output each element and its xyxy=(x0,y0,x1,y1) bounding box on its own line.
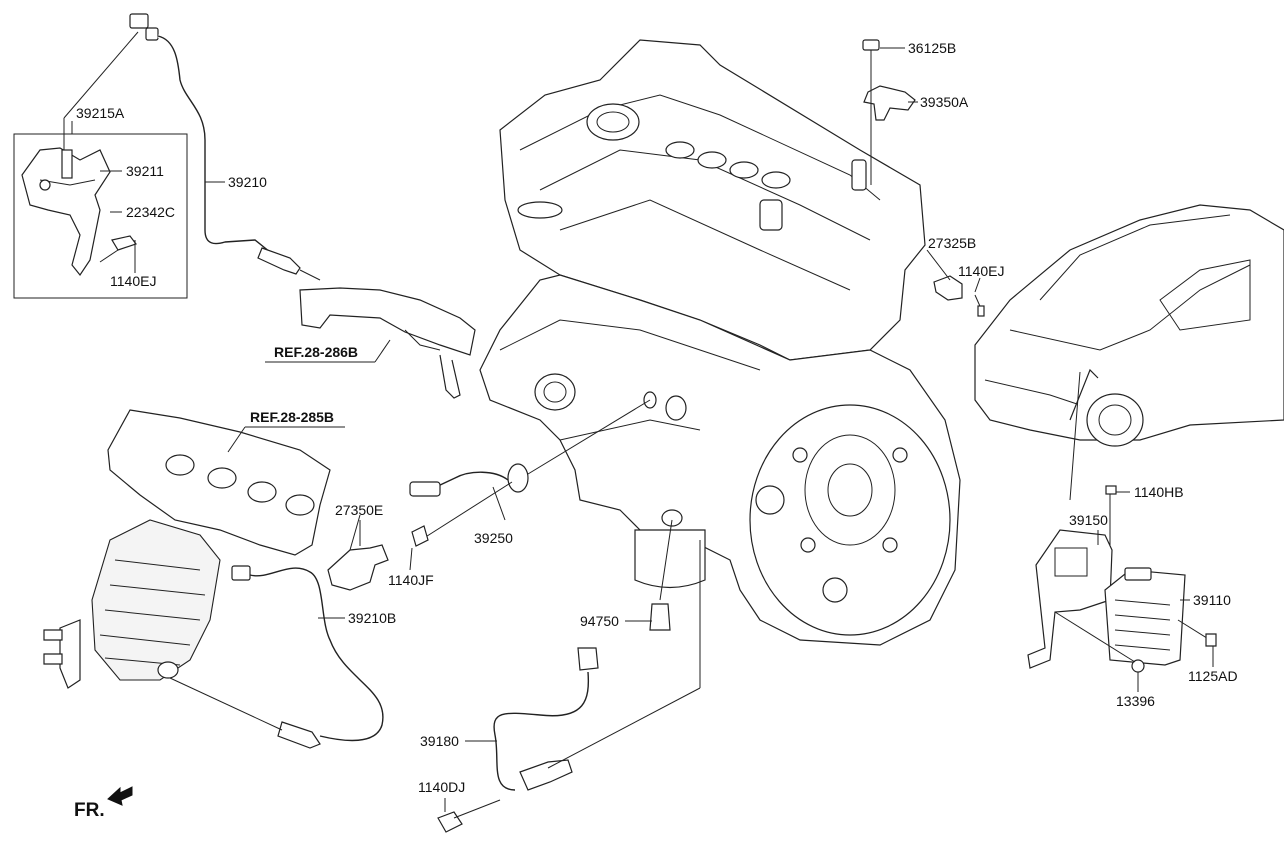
label-1140jf: 1140JF xyxy=(388,572,434,588)
ref-28-286b: REF.28-286B xyxy=(274,344,358,360)
label-39215a: 39215A xyxy=(76,105,125,121)
bracket-group xyxy=(13,31,188,299)
label-1140ej-left: 1140EJ xyxy=(110,273,156,289)
temp-sensor xyxy=(933,275,985,317)
oil-pressure-sensor xyxy=(649,519,673,631)
ref-28-285b: REF.28-285B xyxy=(250,409,334,425)
label-1125ad: 1125AD xyxy=(1188,668,1238,684)
label-39150: 39150 xyxy=(1069,512,1108,528)
oxygen-sensor-upper xyxy=(129,13,321,281)
label-27325b: 27325B xyxy=(928,235,976,251)
label-22342c: 22342C xyxy=(126,204,175,220)
label-39210: 39210 xyxy=(228,174,267,190)
bracket-27350e xyxy=(327,514,389,591)
oxygen-sensor-lower xyxy=(169,565,384,749)
engine-control-unit xyxy=(1027,485,1217,673)
knock-sensor xyxy=(409,399,651,547)
exhaust-pipe xyxy=(299,287,476,399)
label-13396: 13396 xyxy=(1116,693,1155,709)
label-39180: 39180 xyxy=(420,733,459,749)
exhaust-manifold xyxy=(43,409,331,689)
engine-assembly xyxy=(479,39,961,646)
arrow-icon xyxy=(107,786,133,806)
front-direction-indicator: FR. xyxy=(74,786,133,821)
label-39211: 39211 xyxy=(126,163,164,179)
label-1140ej-right: 1140EJ xyxy=(958,263,1004,279)
label-39350a: 39350A xyxy=(920,94,969,110)
cam-position-sensor xyxy=(862,39,916,185)
label-27350e: 27350E xyxy=(335,502,383,518)
label-39210b: 39210B xyxy=(348,610,396,626)
vehicle-silhouette xyxy=(974,204,1284,501)
label-1140hb: 1140HB xyxy=(1134,484,1184,500)
label-36125b: 36125B xyxy=(908,40,956,56)
label-1140dj: 1140DJ xyxy=(418,779,465,795)
label-39250: 39250 xyxy=(474,530,513,546)
label-39110: 39110 xyxy=(1193,592,1231,608)
leader-lines xyxy=(71,47,1214,812)
crank-position-sensor xyxy=(437,540,701,833)
front-label: FR. xyxy=(74,800,105,821)
label-94750: 94750 xyxy=(580,613,619,629)
